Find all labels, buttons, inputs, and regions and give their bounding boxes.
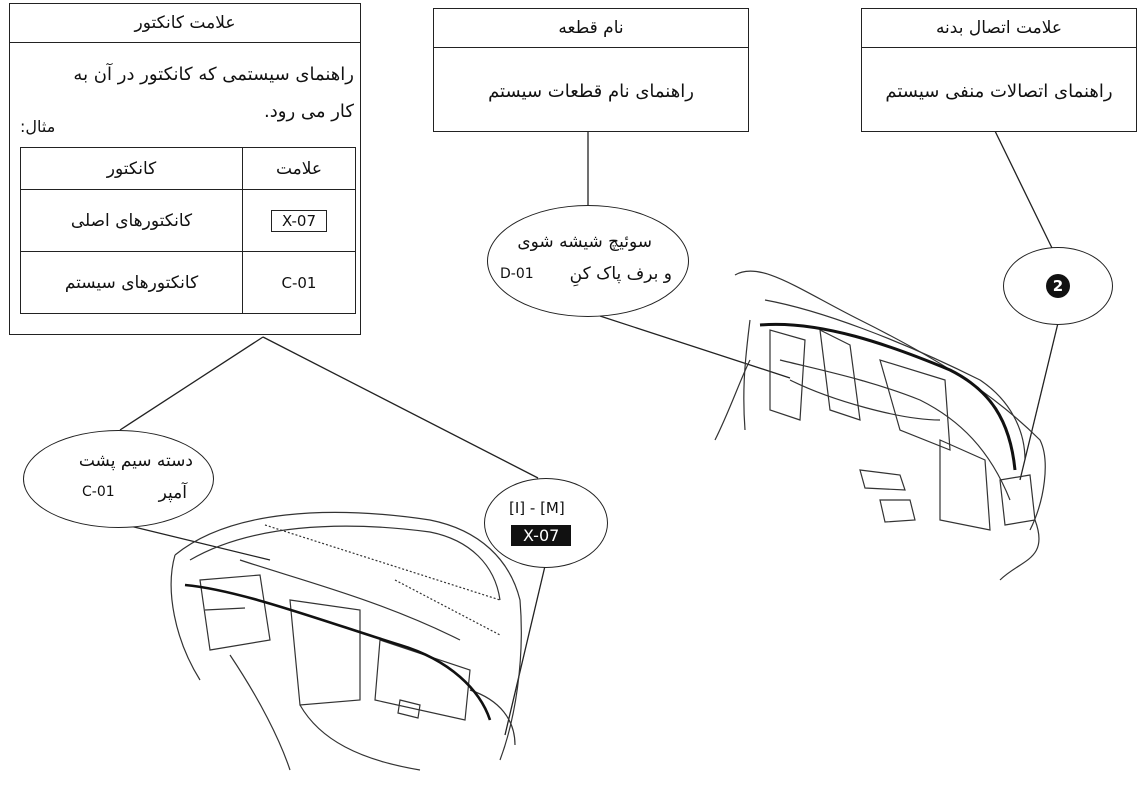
cluster-harness-callout: دسته سیم پشت آمپر C-01 xyxy=(23,430,214,528)
leader-main-to-dash xyxy=(504,565,546,736)
ground-number-badge: 2 xyxy=(1046,274,1070,298)
table-cell-connector: کانکتورهای اصلی xyxy=(20,189,243,252)
part-name-description: راهنمای نام قطعات سیستم xyxy=(488,81,694,102)
main-code-badge: X-07 xyxy=(511,525,572,546)
washer-line1: سوئیچ شیشه شوی xyxy=(517,232,652,252)
ground-mark-box: علامت اتصال بدنه راهنمای اتصالات منفی سی… xyxy=(861,8,1137,132)
left-dashboard-illustration xyxy=(170,511,522,771)
harness-code: C-01 xyxy=(82,484,115,500)
leader-table-to-main xyxy=(262,336,539,479)
connector-description-line2: کار می رود. xyxy=(264,101,354,122)
table-cell-mark: C-01 xyxy=(242,251,356,314)
table-header-mark: علامت xyxy=(242,147,356,190)
main-range-label: [I] - [M] xyxy=(509,499,565,517)
ground-mark-title: علامت اتصال بدنه xyxy=(862,9,1136,48)
harness-line2: آمپر xyxy=(158,483,187,503)
ground-point-callout: 2 xyxy=(1003,247,1113,325)
leader-harness-to-dash xyxy=(129,525,271,561)
left-wire-harness xyxy=(184,583,492,721)
washer-code: D-01 xyxy=(500,266,534,282)
ground-mark-description: راهنمای اتصالات منفی سیستم xyxy=(885,81,1113,102)
table-header-connector: کانکتور xyxy=(20,147,243,190)
part-name-box: نام قطعه راهنمای نام قطعات سیستم xyxy=(433,8,749,132)
leader-washer-to-dash xyxy=(599,315,791,379)
washer-wiper-switch-callout: سوئیچ شیشه شوی و برف پاک کنِ D-01 xyxy=(487,205,689,317)
washer-line2: و برف پاک کنِ xyxy=(569,264,672,284)
main-connector-callout: [I] - [M] X-07 xyxy=(484,478,608,568)
part-name-title: نام قطعه xyxy=(434,9,748,48)
connector-mark-title: علامت کانکتور xyxy=(10,4,360,43)
right-dashboard-illustration xyxy=(714,270,1046,581)
main-connector-mark: X-07 xyxy=(270,209,328,232)
leader-ground-to-circle xyxy=(994,130,1053,249)
connector-legend-table: علامت کانکتور X-07 کانکتورهای اصلی C-01 … xyxy=(20,147,356,314)
connector-description-line1: راهنمای سیستمی که کانکتور در آن به xyxy=(73,64,354,85)
harness-line1: دسته سیم پشت xyxy=(78,451,193,471)
connector-mark-box: علامت کانکتور راهنمای سیستمی که کانکتور … xyxy=(9,3,361,335)
table-cell-mark: X-07 xyxy=(242,189,356,252)
example-label: مثال: xyxy=(20,117,56,136)
leader-table-to-harness xyxy=(119,336,264,431)
leader-circle-to-dash xyxy=(1019,322,1059,481)
right-wire-harness xyxy=(759,322,1017,471)
table-cell-connector: کانکتورهای سیستم xyxy=(20,251,243,314)
